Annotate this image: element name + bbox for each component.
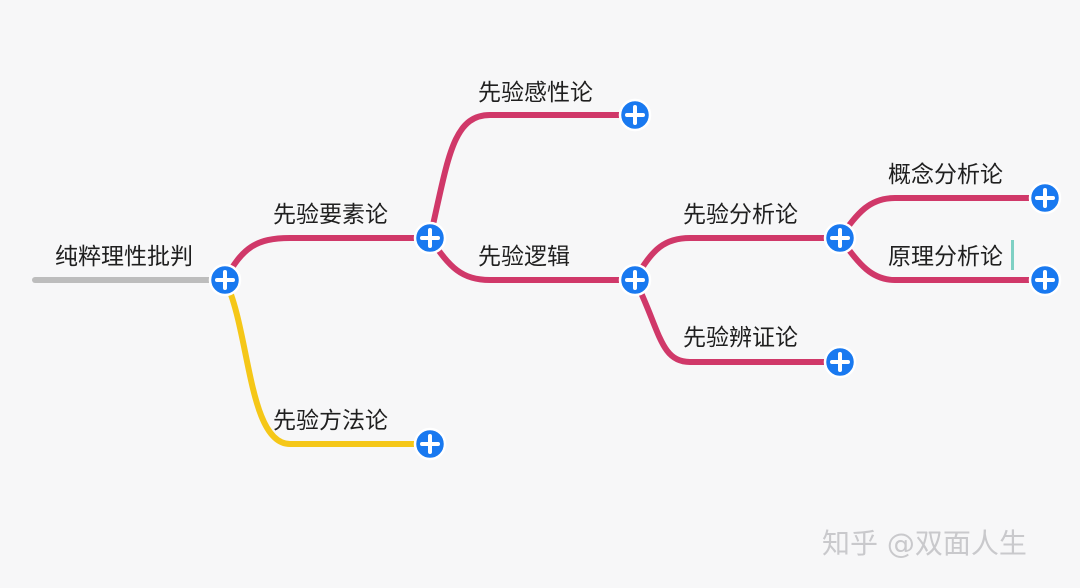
- plus-icon: [420, 228, 440, 248]
- branch-analytic: [632, 235, 840, 282]
- expand-logic-button[interactable]: [618, 263, 652, 297]
- node-concept-label[interactable]: 概念分析论: [888, 162, 1003, 188]
- plus-icon: [830, 228, 850, 248]
- branch-dialectic: [632, 278, 840, 365]
- expand-root-button[interactable]: [208, 263, 242, 297]
- plus-icon: [625, 270, 645, 290]
- expand-dialectic-button[interactable]: [823, 345, 857, 379]
- expand-concept-button[interactable]: [1028, 181, 1062, 215]
- node-logic-label[interactable]: 先验逻辑: [478, 244, 570, 270]
- expand-aesthetic-button[interactable]: [618, 98, 652, 132]
- plus-icon: [830, 352, 850, 372]
- branch-aesthetic: [427, 112, 635, 239]
- expand-method-button[interactable]: [413, 427, 447, 461]
- node-analytic-label[interactable]: 先验分析论: [683, 202, 798, 228]
- plus-icon: [1035, 188, 1055, 208]
- node-dialectic-label[interactable]: 先验辨证论: [683, 325, 798, 351]
- plus-icon: [625, 105, 645, 125]
- branch-elements: [222, 235, 430, 282]
- branch-method: [222, 278, 430, 447]
- plus-icon: [420, 434, 440, 454]
- branch-concept: [837, 195, 1045, 240]
- node-elements-label[interactable]: 先验要素论: [273, 202, 388, 228]
- plus-icon: [215, 270, 235, 290]
- expand-elements-button[interactable]: [413, 221, 447, 255]
- expand-analytic-button[interactable]: [823, 221, 857, 255]
- text-cursor: [1011, 240, 1014, 270]
- node-principle-label[interactable]: 原理分析论: [888, 244, 1003, 270]
- plus-icon: [1035, 270, 1055, 290]
- node-method-label[interactable]: 先验方法论: [273, 408, 388, 434]
- watermark: 知乎 @双面人生: [822, 527, 1027, 560]
- node-root-label[interactable]: 纯粹理性批判: [55, 244, 193, 270]
- node-aesthetic-label[interactable]: 先验感性论: [478, 80, 593, 106]
- expand-principle-button[interactable]: [1028, 263, 1062, 297]
